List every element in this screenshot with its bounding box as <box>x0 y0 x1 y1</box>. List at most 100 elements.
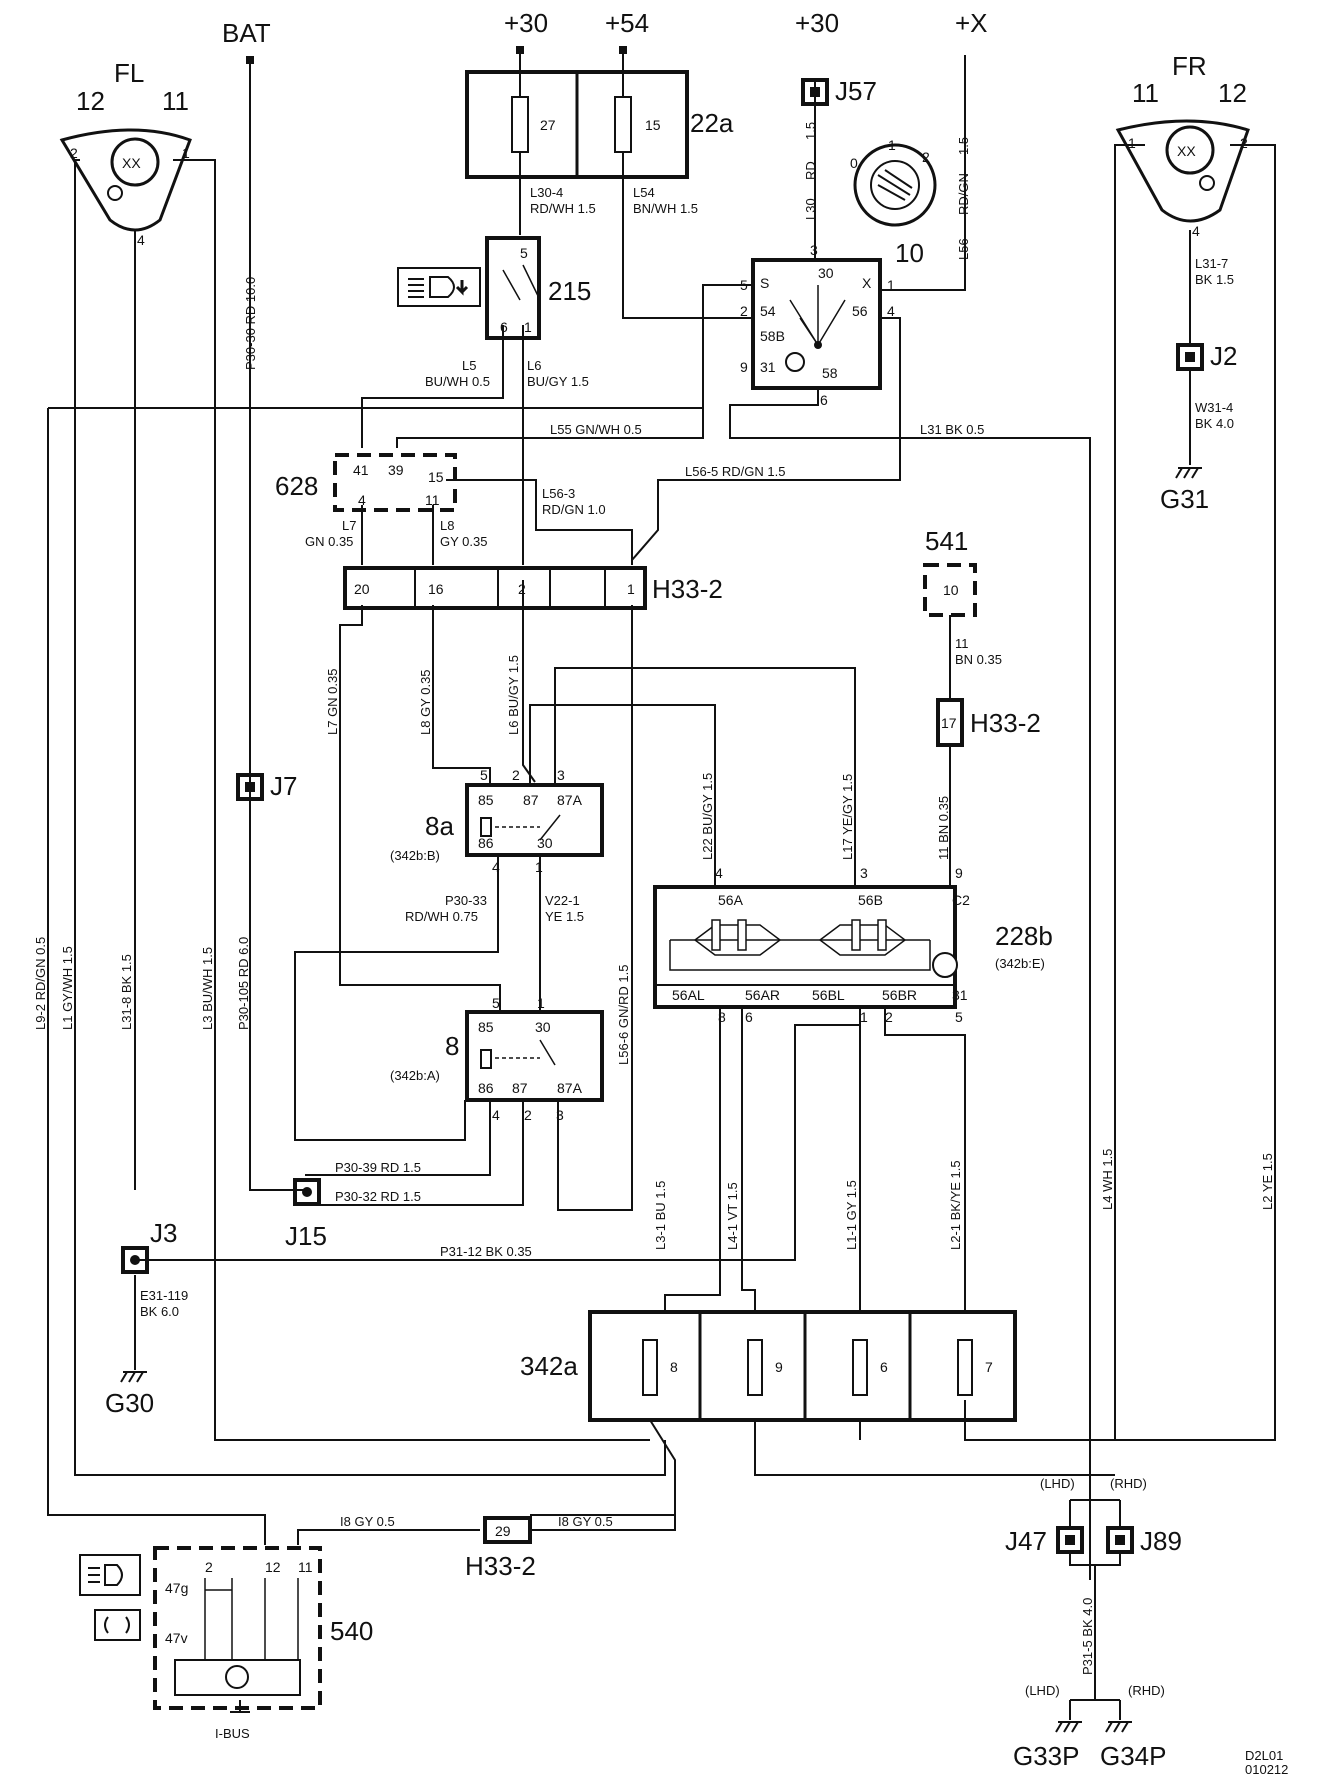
label-wires-l31-8: L31-8 BK 1.5 <box>119 954 134 1030</box>
label-module-228b-p56a: 56A <box>718 892 744 908</box>
label-wires-i8b: I8 GY 0.5 <box>558 1514 613 1529</box>
label-relay-8-p5: 5 <box>492 995 500 1011</box>
wire-j47-j89-bot <box>1069 1550 1121 1700</box>
label-module-540-p12: 12 <box>265 1559 281 1575</box>
label-wires-l56-5: L56-5 RD/GN 1.5 <box>685 464 785 479</box>
label-switch-215-pin1: 1 <box>524 319 532 335</box>
label-fuse-box-342a-f1: 8 <box>670 1359 678 1375</box>
label-module-628-p41: 41 <box>353 462 369 478</box>
label-light-switch-10-knob-2: 2 <box>922 149 930 165</box>
label-module-228b-b1: 1 <box>860 1009 868 1025</box>
label-light-switch-10-p9: 9 <box>740 359 748 375</box>
connectors: J57 J2 G31 J7 J15 J3 G30 29 H33-2 (LHD) … <box>105 76 1237 1771</box>
label-wires-e31-119: E31-119 <box>140 1288 188 1303</box>
module-541: 541 10 17 H33-2 <box>923 526 1041 747</box>
label-fr-pin11: 11 <box>1132 78 1159 108</box>
wire-l56-6 <box>557 605 633 1211</box>
label-relay-8a-ref: (342b:B) <box>390 848 440 863</box>
wire-342a-9-out <box>754 1420 1115 1476</box>
label-wires-l7c: GN 0.35 <box>305 534 353 549</box>
label-wires-p31-5: P31-5 BK 4.0 <box>1080 1598 1095 1675</box>
label-relay-8-p2: 2 <box>524 1107 532 1123</box>
label-switch-215-pin6: 6 <box>500 319 508 335</box>
label-module-228b-b5: 5 <box>955 1009 963 1025</box>
label-light-switch-10-t-58b: 58B <box>760 328 785 344</box>
label-module-228b-p56b: 56B <box>858 892 883 908</box>
relay-8: 8 (342b:A) 85 30 86 87 87A 5 1 4 2 3 <box>390 995 604 1123</box>
label-wires-l9-2: L9-2 RD/GN 0.5 <box>33 937 48 1030</box>
label-connectors-j2: J2 <box>1210 341 1237 371</box>
label-connectors-rhd2: (RHD) <box>1128 1683 1165 1698</box>
wire-i8 <box>297 1515 676 1545</box>
label-connectors-h33-pin16: 16 <box>428 581 444 597</box>
label-relay-8-p87: 87 <box>512 1080 528 1096</box>
label-module-228b-label: 228b <box>995 921 1053 951</box>
light-switch-10: 0 1 2 10 3 5 2 9 1 4 6 S 30 X 54 56 58B … <box>740 137 937 408</box>
supply-px: +X <box>955 8 988 38</box>
headlamp-fl: FL 12 11 XX 2 1 4 <box>59 58 192 248</box>
label-wires-p30-33: P30-33 <box>445 893 487 908</box>
label-wires-l5c: BU/WH 0.5 <box>425 374 490 389</box>
label-relay-8a-p87a: 87A <box>557 792 583 808</box>
connector-h33-2-top: 20 16 2 1 H33-2 <box>343 566 723 610</box>
label-connectors-h33-2-a: H33-2 <box>652 574 723 604</box>
label-wires-l11: 11 <box>955 636 969 651</box>
label-wires-l31-7c: BK 1.5 <box>1195 272 1234 287</box>
wire-l56-3 <box>446 479 633 565</box>
label-wires-p30-30: P30-30 RD 10.0 <box>243 277 258 370</box>
label-wires-v-l8: L8 GY 0.35 <box>418 669 433 735</box>
label-relay-8-p3: 3 <box>556 1107 564 1123</box>
label-wires-p31-12: P31-12 BK 0.35 <box>440 1244 532 1259</box>
label-wires-l5: L5 <box>462 358 476 373</box>
label-connectors-g33p: G33P <box>1013 1741 1080 1771</box>
label-light-switch-10-label: 10 <box>895 238 924 268</box>
label-wires-l4: L4 WH 1.5 <box>1100 1149 1115 1210</box>
label-drawing-ref-line2: 010212 <box>1245 1762 1288 1777</box>
label-connectors-j3: J3 <box>150 1218 177 1248</box>
wire-l5 <box>361 325 504 448</box>
label-module-228b-b2: 2 <box>885 1009 893 1025</box>
wire-l2-1 <box>884 1008 966 1310</box>
drawing-reference: D2L01 010212 <box>1245 1748 1288 1777</box>
label-relay-8-p4: 4 <box>492 1107 500 1123</box>
label-connectors-h33-pin17: 17 <box>941 715 957 731</box>
label-light-switch-10-t-54: 54 <box>760 303 776 319</box>
wire-342a-8-out <box>530 1419 676 1516</box>
label-connectors-lhd2: (LHD) <box>1025 1683 1060 1698</box>
label-relay-8-p30: 30 <box>535 1019 551 1035</box>
label-module-540-label: 540 <box>330 1616 373 1646</box>
label-fr-pin12: 12 <box>1218 78 1247 108</box>
label-wires-l54c: BN/WH 1.5 <box>633 201 698 216</box>
module-540: 540 47g 47v 2 12 11 I-BUS <box>79 1546 373 1741</box>
label-fr-lamp: XX <box>1177 143 1196 159</box>
label-connectors-g30: G30 <box>105 1388 154 1418</box>
label-fr-pin1: 1 <box>1128 135 1136 151</box>
label-module-628-p4: 4 <box>358 492 366 508</box>
label-wires-v22-1: V22-1 <box>545 893 580 908</box>
module-228b: 228b (342b:E) 56A 56B C2 4 3 9 56AL 56AR… <box>653 865 1053 1025</box>
label-light-switch-10-t-30: 30 <box>818 265 834 281</box>
label-connectors-h33-pin2: 2 <box>518 581 526 597</box>
label-light-switch-10-p6: 6 <box>820 392 828 408</box>
label-wires-l11c: BN 0.35 <box>955 652 1002 667</box>
label-wires-l56-3: L56-3 <box>542 486 575 501</box>
wire-l9-2b <box>47 408 266 1545</box>
label-relay-8-p85: 85 <box>478 1019 494 1035</box>
label-module-540-bus: I-BUS <box>215 1726 250 1741</box>
label-light-switch-10-p2: 2 <box>740 303 748 319</box>
label-relay-8a-p3: 3 <box>557 767 565 783</box>
wire-8a-86 <box>294 855 499 1141</box>
label-connectors-h33-pin29: 29 <box>495 1523 511 1539</box>
label-module-628-label: 628 <box>275 471 318 501</box>
label-wires-l55: L55 GN/WH 0.5 <box>550 422 642 437</box>
label-fr-pin2: 2 <box>1240 135 1248 151</box>
supply-p30a: +30 <box>504 8 548 38</box>
label-connectors-j15: J15 <box>285 1221 327 1251</box>
label-wires-l30v: L30 <box>803 198 818 220</box>
label-module-541-label: 541 <box>925 526 968 556</box>
label-fuse-box-342a-f4: 7 <box>985 1359 993 1375</box>
label-fuse-box-342a-f3: 6 <box>880 1359 888 1375</box>
label-relay-8a-p85: 85 <box>478 792 494 808</box>
wire-fr-2 <box>964 144 1276 1441</box>
